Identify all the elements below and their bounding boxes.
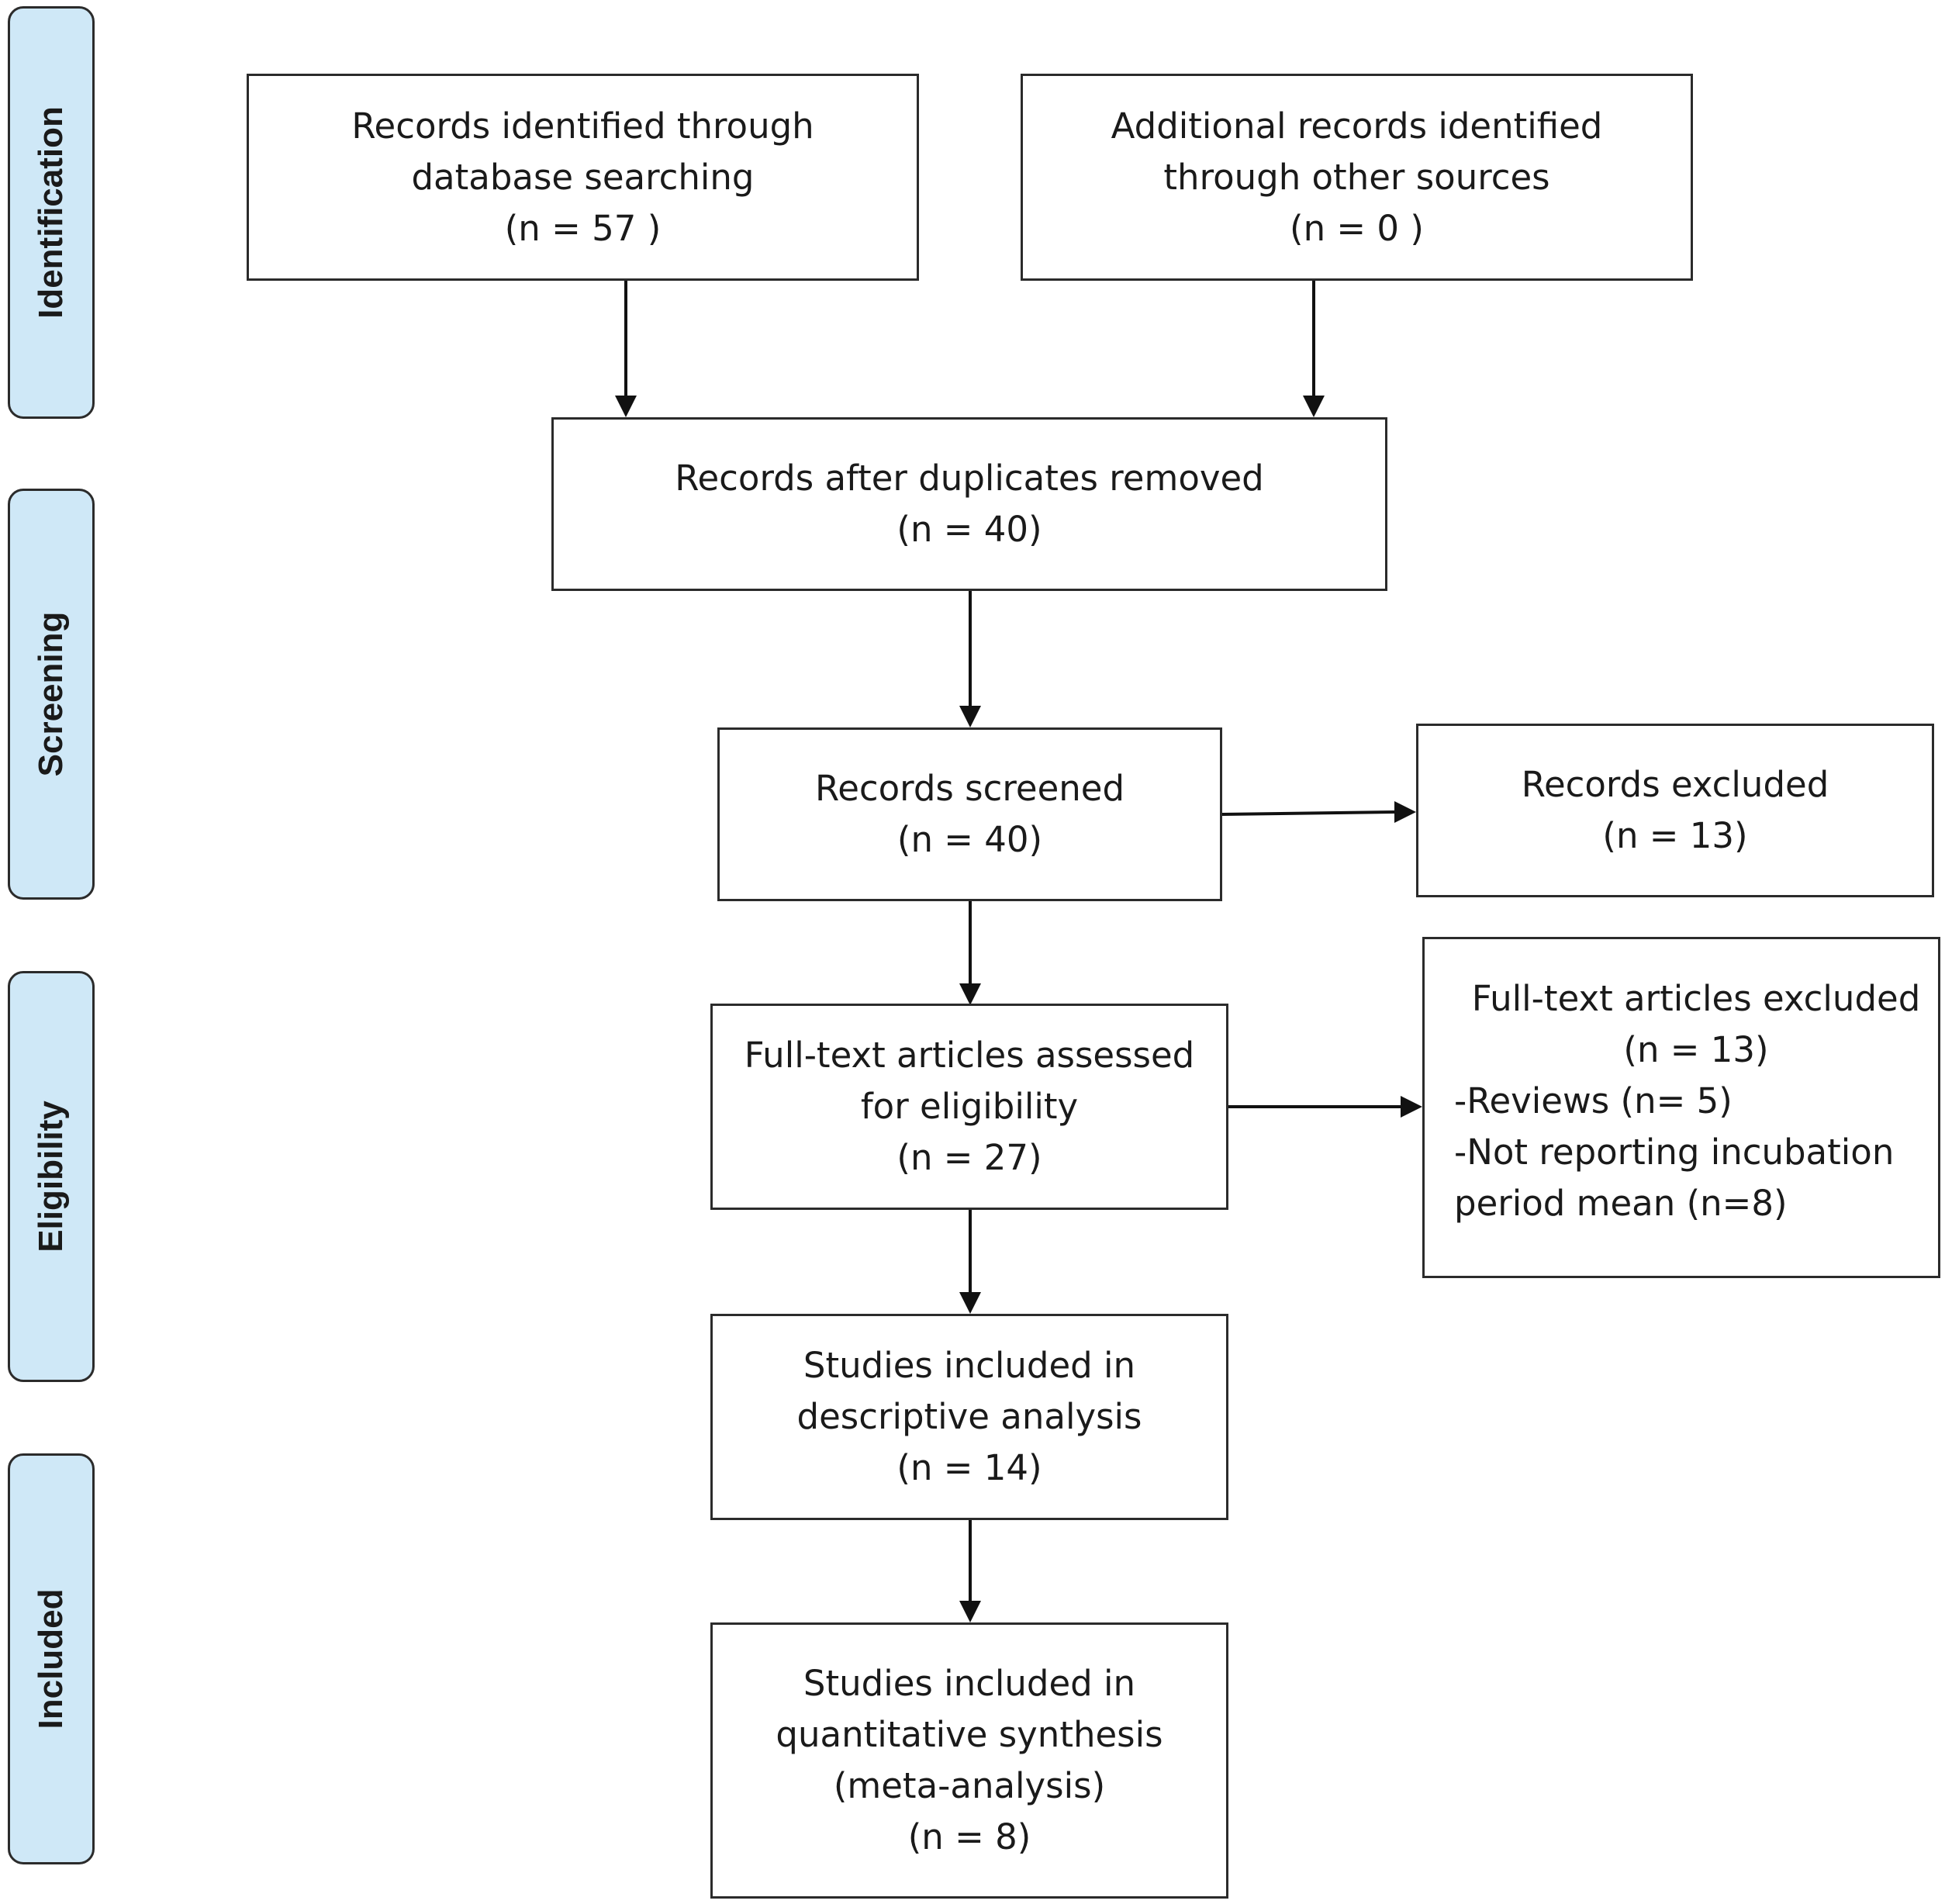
box-fulltext-assessed: Full-text articles assessed for eligibil… [710, 1004, 1228, 1210]
box-count: (n = 40) [896, 819, 1043, 860]
box-text: Records identified through [351, 105, 814, 147]
box-descriptive-analysis: Studies included in descriptive analysis… [710, 1314, 1228, 1520]
box-text: (meta-analysis) [833, 1765, 1106, 1806]
arrowhead-duplicates-to-screened [959, 706, 981, 727]
arrowhead-fulltext-to-descriptive [959, 1292, 981, 1314]
arrowhead-screened-to-excluded [1394, 801, 1416, 823]
box-count: (n = 13) [1623, 1029, 1769, 1070]
box-count: (n = 27) [896, 1137, 1042, 1178]
box-database-search: Records identified through database sear… [247, 74, 919, 281]
phase-identification: Identification [8, 6, 95, 419]
box-text: Additional records identified [1111, 105, 1603, 147]
box-count: (n = 40) [896, 509, 1042, 550]
arrow-screened-to-excluded [1221, 810, 1395, 816]
arrowhead-screened-to-fulltext [959, 983, 981, 1005]
arrowhead-descriptive-to-quantitative [959, 1601, 981, 1622]
box-duplicates-removed: Records after duplicates removed (n = 40… [551, 417, 1387, 591]
box-quantitative-synthesis: Studies included in quantitative synthes… [710, 1622, 1228, 1899]
box-text: through other sources [1163, 156, 1550, 198]
box-count: (n = 13) [1602, 815, 1748, 856]
box-records-screened: Records screened (n = 40) [717, 727, 1222, 901]
box-text: quantitative synthesis [776, 1714, 1163, 1755]
phase-screening: Screening [8, 489, 95, 900]
phase-eligibility: Eligibility [8, 971, 95, 1382]
box-count: (n = 0 ) [1290, 207, 1424, 249]
box-text: Full-text articles excluded [1471, 978, 1921, 1019]
box-fulltext-excluded: Full-text articles excluded (n = 13) -Re… [1422, 937, 1940, 1278]
box-count: (n = 14) [896, 1447, 1042, 1488]
box-text: Studies included in [803, 1345, 1136, 1386]
box-text: Records screened [814, 768, 1125, 809]
exclusion-reason-reviews: -Reviews (n= 5) [1454, 1080, 1733, 1121]
exclusion-reason-incubation-cont: period mean (n=8) [1454, 1183, 1788, 1224]
box-text: database searching [411, 156, 755, 198]
box-text: Records after duplicates removed [675, 458, 1264, 499]
exclusion-reason-incubation: -Not reporting incubation [1454, 1132, 1895, 1173]
box-text: Studies included in [803, 1663, 1136, 1704]
box-count: (n = 8) [907, 1816, 1031, 1857]
box-text: Full-text articles assessed [744, 1035, 1195, 1076]
arrowhead-fulltext-to-excluded [1401, 1096, 1422, 1118]
box-text: for eligibility [860, 1086, 1079, 1127]
box-count: (n = 57 ) [504, 207, 662, 249]
box-text: descriptive analysis [796, 1396, 1142, 1437]
box-other-sources: Additional records identified through ot… [1021, 74, 1693, 281]
box-text: Records excluded [1521, 764, 1829, 805]
arrowhead-database-to-duplicates [615, 396, 637, 417]
phase-included: Included [8, 1453, 95, 1864]
arrowhead-other-to-duplicates [1303, 396, 1325, 417]
box-records-excluded: Records excluded (n = 13) [1416, 724, 1934, 897]
